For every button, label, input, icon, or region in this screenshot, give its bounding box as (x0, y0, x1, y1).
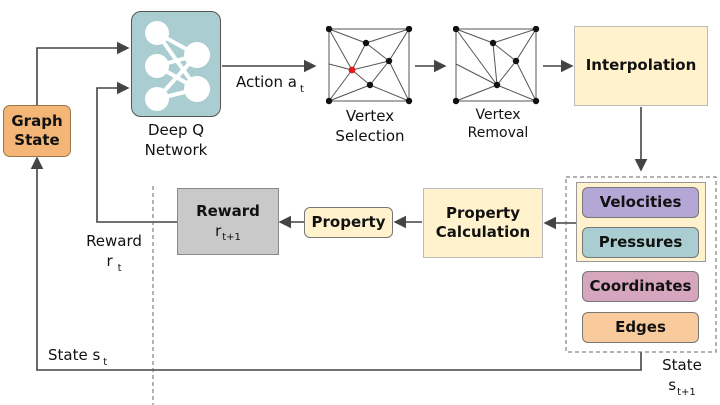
selected-vertex-icon (348, 66, 356, 74)
graph-state-label: Graph State (11, 111, 63, 150)
interpolation-box: Interpolation (574, 26, 708, 106)
vertex-selection-label: Vertex Selection (335, 107, 405, 145)
vertex-selection-mesh (326, 26, 413, 105)
dqn-label: Deep Q Network (144, 121, 208, 159)
arrow-state-to-dqn (36, 41, 130, 105)
property-box: Property (304, 207, 393, 238)
state-group-dashed (565, 176, 717, 353)
arrow-reward-to-dqn (96, 81, 177, 223)
pressures-field: Pressures (582, 227, 699, 258)
graph-state-box: Graph State (3, 105, 71, 157)
coordinates-field: Coordinates (582, 271, 699, 302)
arrow-next-state-to-graph (30, 156, 642, 371)
state-st1-label: State st+1 (662, 356, 702, 398)
vertex-removal-mesh (453, 26, 540, 105)
property-calculation-box: Property Calculation (423, 188, 543, 258)
velocities-field: Velocities (582, 187, 699, 218)
edges-field: Edges (582, 312, 699, 343)
dqn-box (131, 11, 221, 117)
reward-box: Reward rt+1 (177, 188, 279, 255)
vertex-removal-label: Vertex Removal (467, 107, 529, 141)
neural-network-icon (145, 21, 210, 111)
